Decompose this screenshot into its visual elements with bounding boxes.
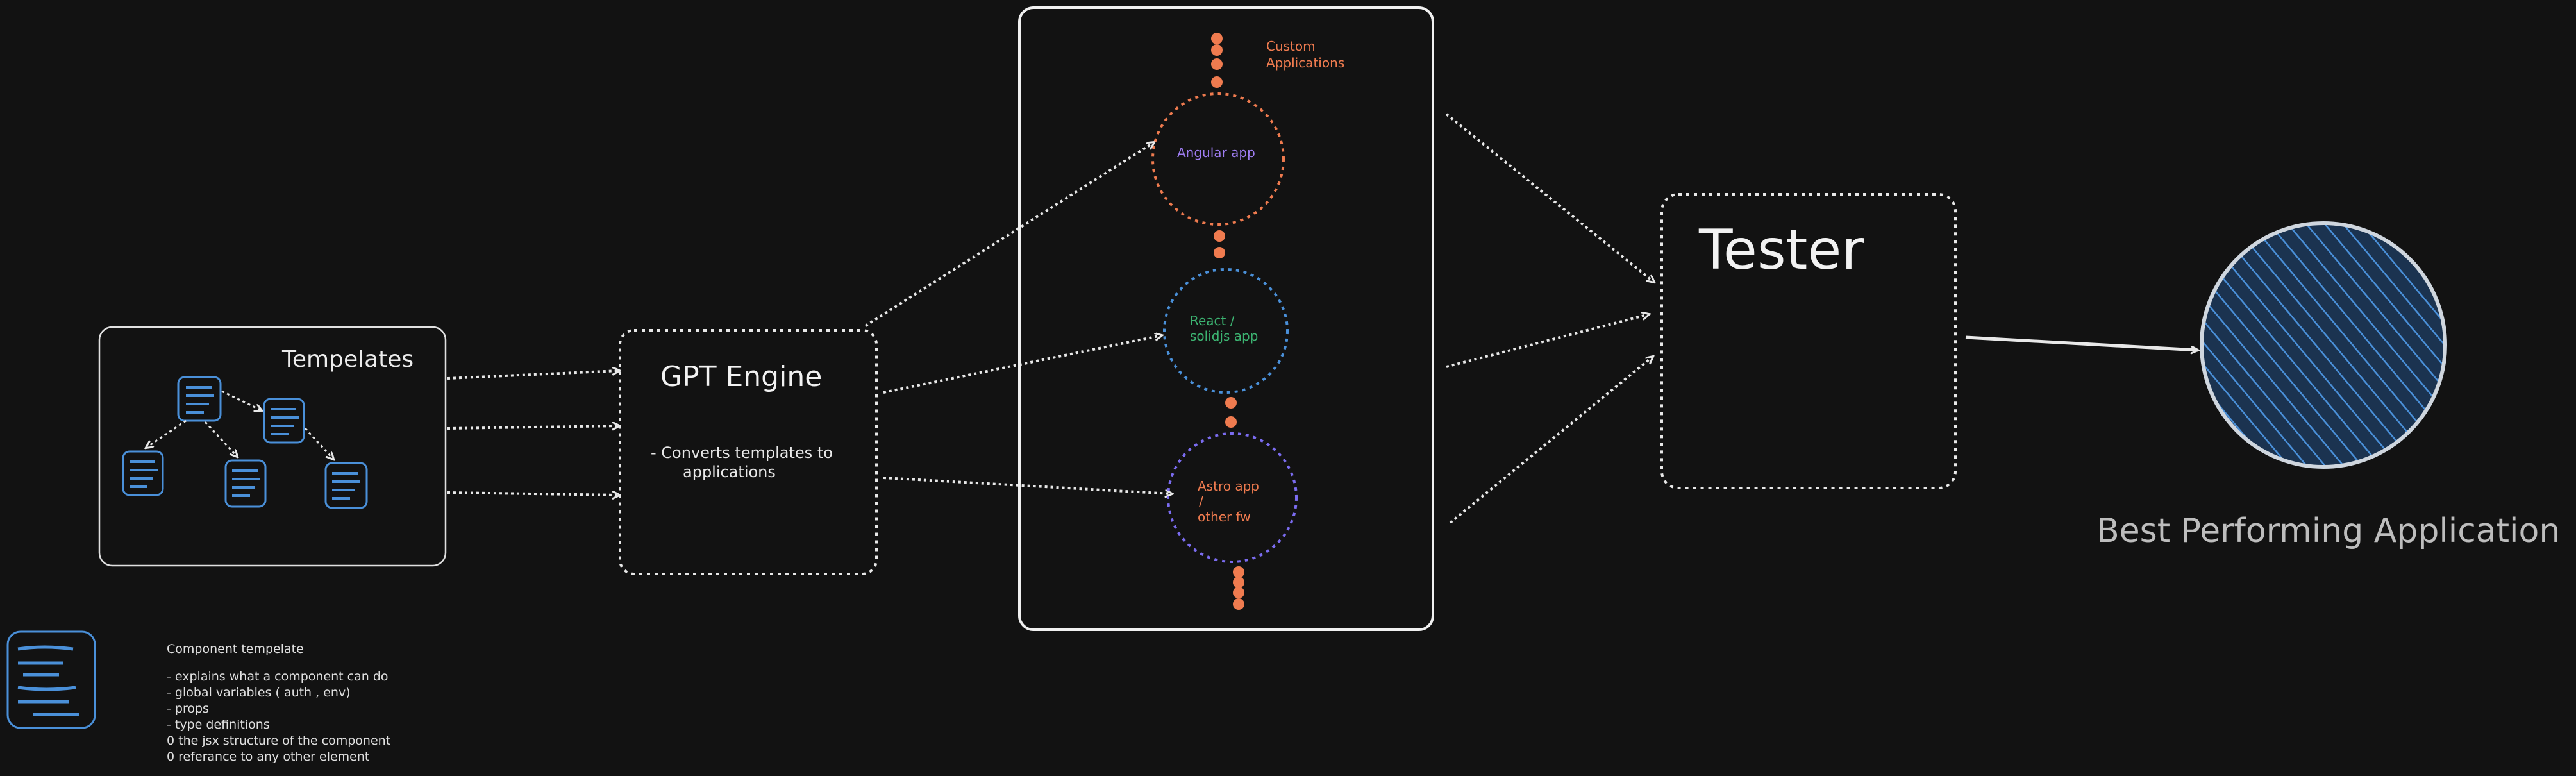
templates-box[interactable] [98,326,447,567]
legend-item: 0 the jsx structure of the component [167,734,391,748]
legend-item: 0 referance to any other element [167,750,370,764]
legend-item: - type definitions [167,718,270,732]
astro-app-label-line1: Astro app [1198,478,1259,494]
react-app-node[interactable] [1163,268,1289,394]
astro-app-label-line2: / [1199,494,1203,509]
connector-dots [1211,33,1244,610]
template-card-icon [324,462,368,509]
legend-item: - global variables ( auth , env) [167,686,351,700]
legend-template-card-icon [6,630,96,729]
gpt-engine-title: GPT Engine [660,360,823,393]
tester-box[interactable] [1660,193,1957,489]
template-card-icon [224,459,267,508]
angular-app-node[interactable] [1151,92,1285,226]
template-card-icon [263,398,305,444]
react-app-label-line1: React / [1190,313,1235,328]
tester-title: Tester [1699,218,1864,282]
astro-app-node[interactable] [1167,432,1298,563]
legend-item: - explains what a component can do [167,670,389,684]
gpt-engine-description-line2: applications [683,463,776,481]
templates-to-engine-arrows [447,371,619,495]
gpt-engine-box[interactable] [619,329,878,575]
custom-applications-label-line1: Custom [1266,38,1316,54]
legend: Component tempelate - explains what a co… [167,641,390,765]
template-tree-arrows [146,390,333,459]
legend-title: Component tempelate [167,642,304,656]
template-card-icon [177,376,222,422]
engine-to-apps-arrows [864,142,1172,494]
templates-title: Tempelates [282,346,414,373]
apps-to-tester-arrows [1445,113,1654,524]
legend-item: - props [167,702,209,716]
angular-app-label: Angular app [1177,145,1255,160]
gpt-engine-description-line1: - Converts templates to [651,444,833,462]
template-card-icon [122,450,164,496]
apps-container[interactable] [1018,6,1434,631]
best-application-node[interactable] [2200,221,2447,469]
custom-applications-label-line2: Applications [1266,55,1345,71]
react-app-label-line2: solidjs app [1190,328,1259,344]
astro-app-label-line3: other fw [1198,509,1251,525]
best-application-label: Best Performing Application [2096,512,2561,550]
tester-to-result-arrow [1965,335,2198,350]
